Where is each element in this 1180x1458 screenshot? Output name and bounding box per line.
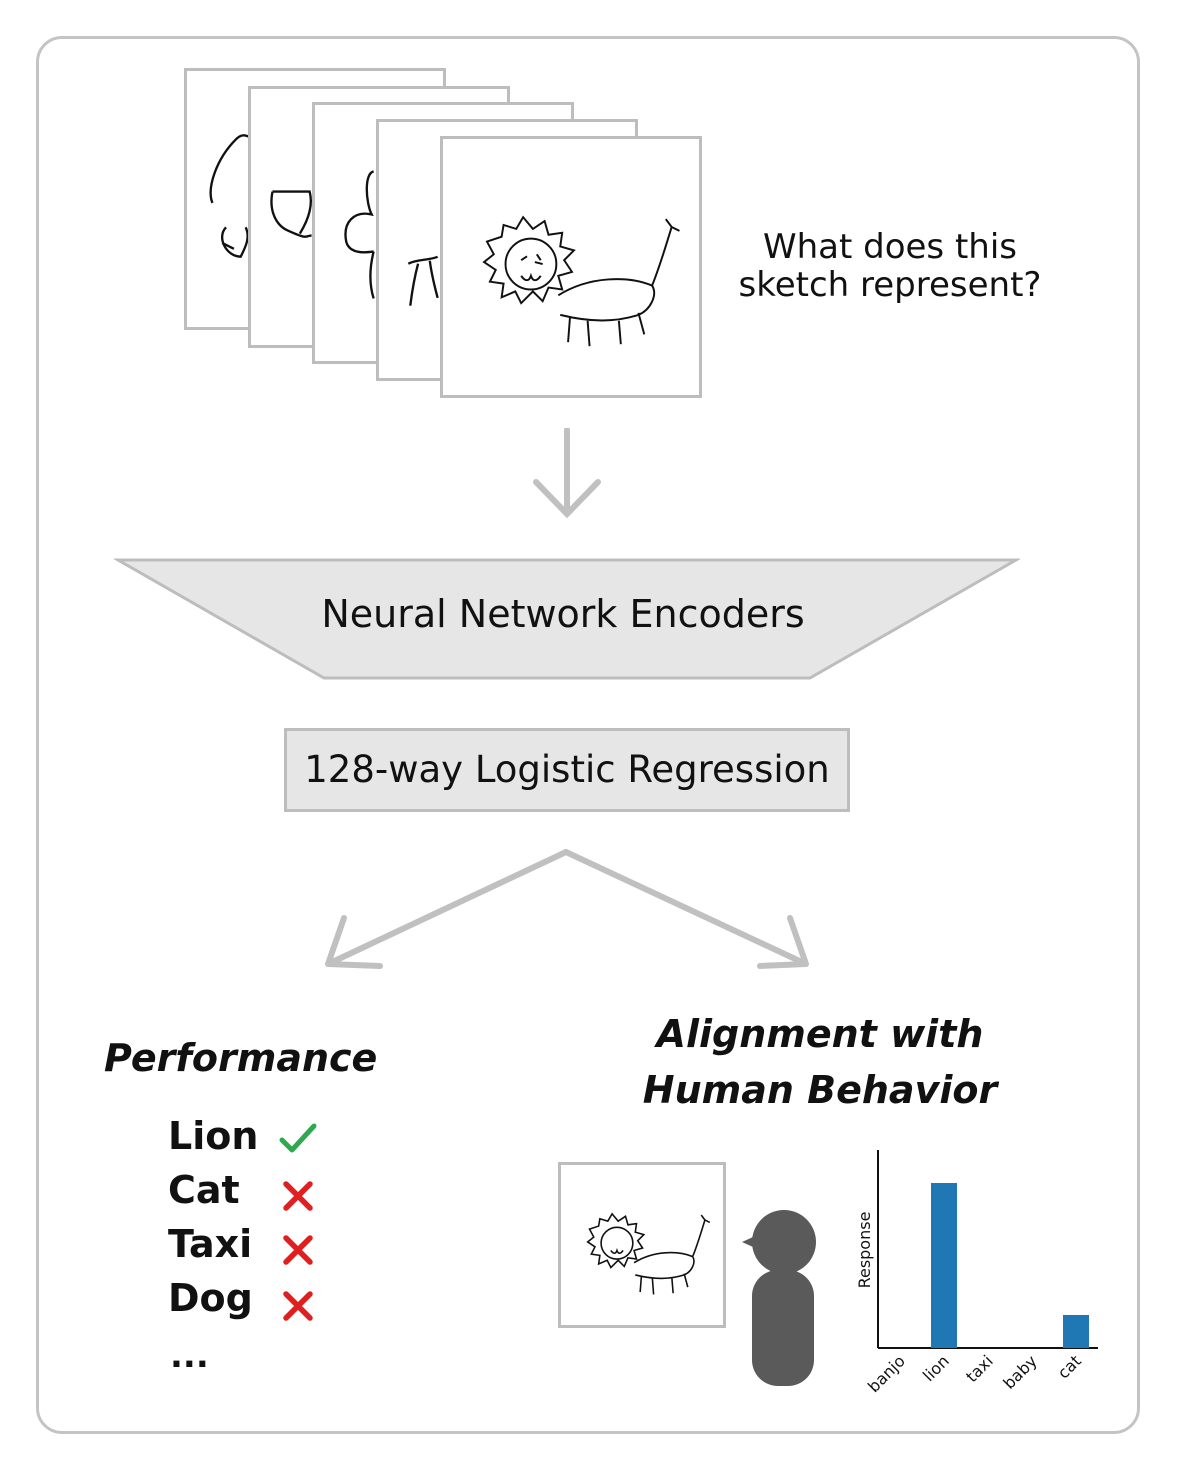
- check-icon: [279, 1123, 317, 1153]
- alignment-title-line-1: Alignment with: [656, 1012, 984, 1056]
- tick-label-taxi: taxi: [962, 1351, 997, 1386]
- encoder-trapezoid: [114, 558, 1020, 680]
- sketch-drawing-3: [344, 170, 375, 299]
- lion-sketch-thumbnail: [558, 1162, 726, 1328]
- performance-ellipsis: ...: [170, 1336, 209, 1376]
- tick-label-cat: cat: [1054, 1351, 1085, 1382]
- bar-lion: [931, 1183, 957, 1348]
- tick-label-baby: baby: [999, 1351, 1040, 1392]
- bar-cat: [1063, 1315, 1089, 1348]
- cross-icon: [283, 1235, 313, 1265]
- performance-item-dog: Dog: [168, 1276, 253, 1320]
- question-line-2: sketch represent?: [738, 265, 1042, 305]
- sketch-drawing-1: [209, 134, 257, 258]
- cross-icon: [283, 1291, 313, 1321]
- performance-item-cat: Cat: [168, 1168, 240, 1212]
- lion-sketch-small-drawing: [586, 1212, 711, 1295]
- y-axis-label: Response: [855, 1212, 874, 1289]
- lion-sketch-drawing: [482, 215, 680, 347]
- regression-box: 128-way Logistic Regression: [284, 728, 850, 812]
- performance-item-taxi: Taxi: [168, 1222, 253, 1266]
- alignment-title-line-2: Human Behavior: [642, 1068, 998, 1112]
- sketch-drawing-4: [407, 255, 439, 306]
- split-arrows-icon: [325, 849, 809, 969]
- alignment-title: Alignment with Human Behavior: [600, 1006, 1040, 1118]
- question-line-1: What does this: [762, 227, 1017, 267]
- tick-label-lion: lion: [919, 1351, 953, 1385]
- cross-icon: [283, 1181, 313, 1211]
- sketch-drawing-2: [270, 190, 313, 238]
- question-text: What does this sketch represent?: [720, 228, 1060, 304]
- performance-title: Performance: [104, 1036, 378, 1080]
- tick-label-banjo: banjo: [864, 1351, 909, 1396]
- encoder-label: Neural Network Encoders: [321, 592, 805, 636]
- person-icon: [742, 1210, 816, 1386]
- sketch-card-lion: [440, 136, 702, 398]
- performance-item-lion: Lion: [168, 1114, 259, 1158]
- figure-frame: [36, 36, 1140, 1434]
- down-arrow-icon: [533, 428, 601, 519]
